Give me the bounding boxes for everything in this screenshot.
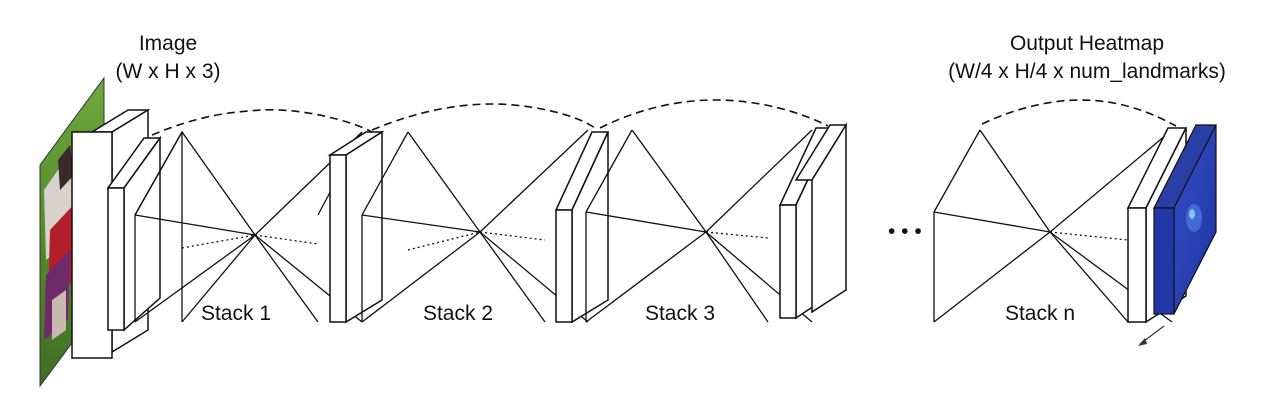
skip-connections: [151, 99, 1177, 136]
stack-label-2: Stack 2: [423, 302, 493, 325]
hourglass-stack-1: [134, 130, 363, 323]
output-label-title: Output Heatmap: [1010, 32, 1164, 55]
hourglass-stack-3: [585, 129, 813, 323]
hourglass-stack-2: [361, 129, 589, 323]
stack-2-out-box: [554, 131, 610, 324]
input-label-title: Image: [139, 32, 197, 55]
stack-3-out-box-2: [794, 122, 848, 314]
output-heatmap: [1153, 124, 1217, 315]
output-label-dims: (W/4 x H/4 x num_landmarks): [948, 60, 1226, 83]
output-arrow: [1138, 325, 1165, 346]
stack-label-1: Stack 1: [201, 302, 271, 325]
stack-1-out-box: [327, 130, 385, 324]
stack-label-3: Stack 3: [645, 302, 715, 325]
stack-label-n: Stack n: [1005, 302, 1075, 325]
ellipsis-dots: • • •: [888, 220, 922, 243]
input-label-dims: (W x H x 3): [116, 60, 221, 83]
